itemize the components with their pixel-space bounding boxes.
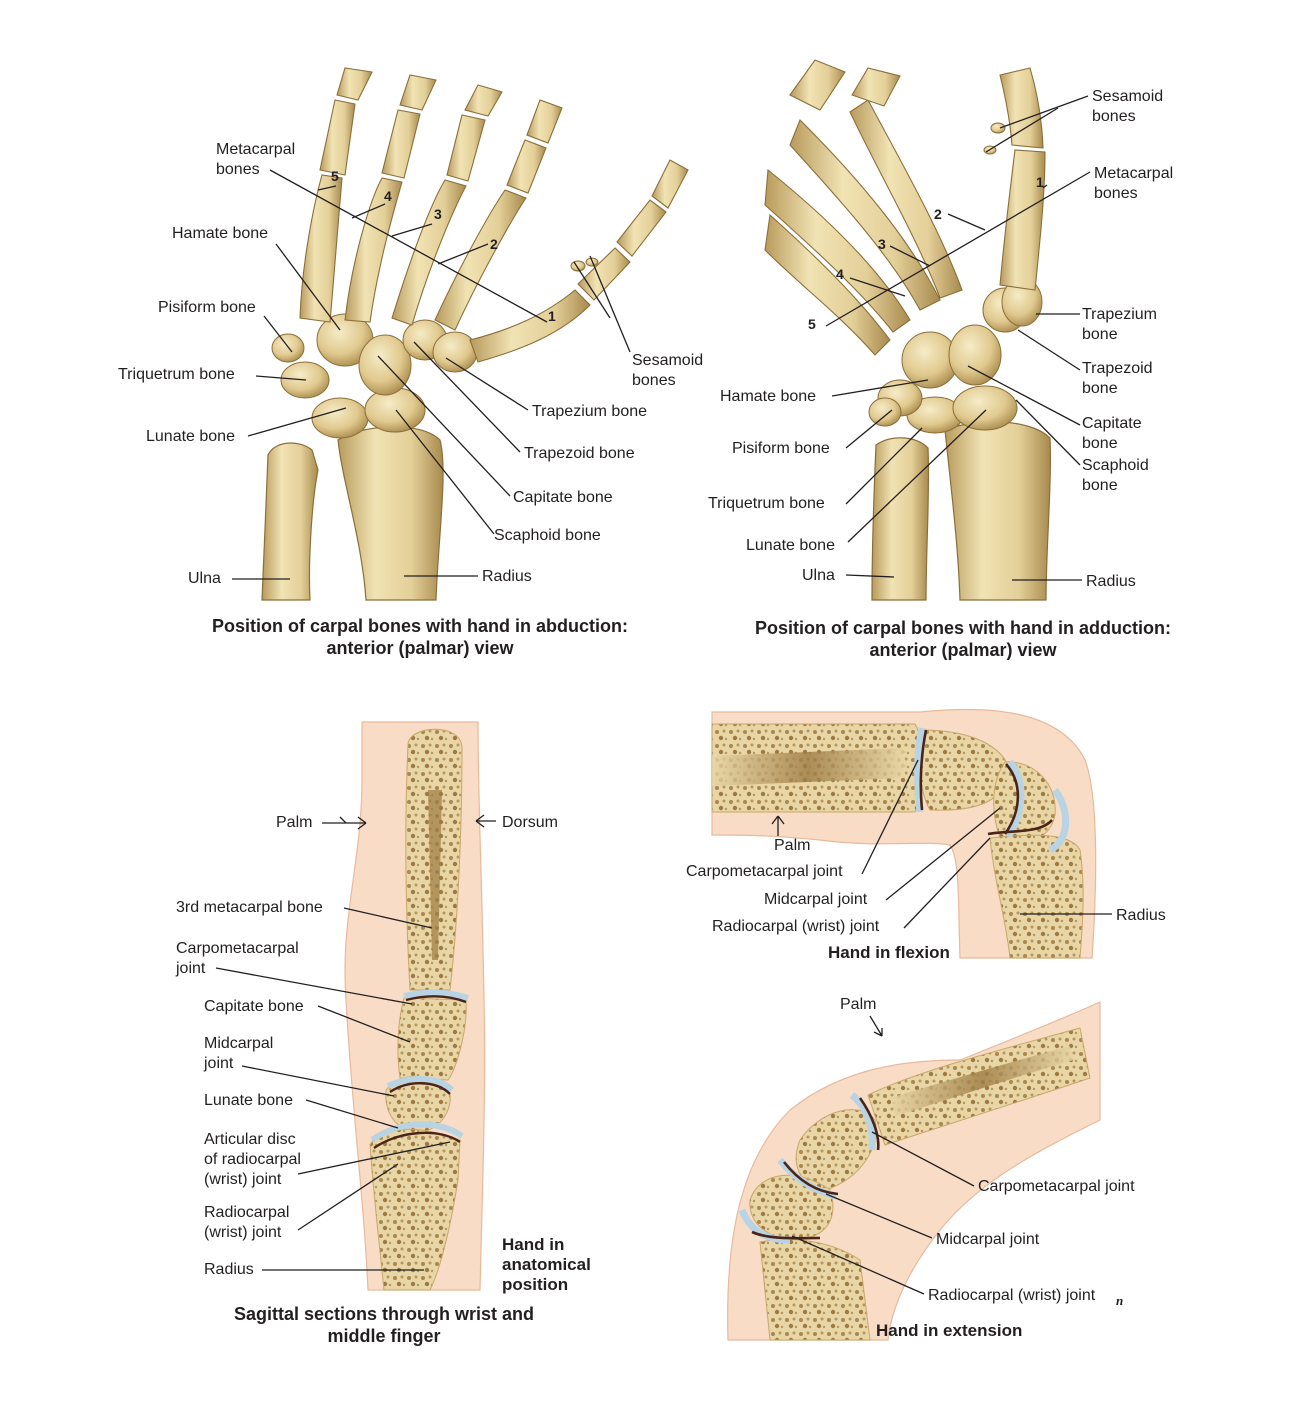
- adduction-caption: Position of carpal bones with hand in ad…: [754, 618, 1171, 660]
- adduction-metacarpal-number-4: 4: [836, 266, 844, 282]
- abduction-metacarpal-number-3: 3: [434, 206, 442, 222]
- flexion-palm-label: Palm: [774, 837, 811, 854]
- abduction-trapezium-label: Trapezium bone: [532, 403, 648, 420]
- extension-midcarpal-label: Midcarpal joint: [936, 1231, 1040, 1248]
- sagittal-section-illustration: [344, 721, 486, 1291]
- sagittal-radiocarpal-label: Radiocarpal (wrist) joint: [204, 1204, 290, 1241]
- adduction-ulna-label: Ulna: [802, 567, 835, 584]
- abduction-capitate-label: Capitate bone: [513, 489, 613, 506]
- adduction-radius-label: Radius: [1086, 573, 1136, 590]
- adduction-hand-illustration: [764, 59, 1052, 601]
- adduction-lunate-label: Lunate bone: [746, 537, 835, 554]
- flexion-illustration: [711, 708, 1097, 959]
- abduction-metacarpal-label: Metacarpal bones: [216, 141, 296, 178]
- sagittal-caption: Sagittal sections through wrist and midd…: [233, 1304, 535, 1346]
- extension-carpometacarpal-label: Carpometacarpal joint: [978, 1178, 1135, 1195]
- adduction-trapezoid-label: Trapezoid bone: [1082, 360, 1153, 397]
- adduction-metacarpal-label: Metacarpal bones: [1094, 165, 1174, 202]
- illustrator-signature: n: [1116, 1293, 1124, 1308]
- sagittal-capitate-label: Capitate bone: [204, 998, 304, 1015]
- adduction-scaphoid-label: Scaphoid bone: [1082, 457, 1149, 494]
- abduction-sesamoid-label: Sesamoid bones: [632, 352, 704, 389]
- abduction-metacarpal-number-5: 5: [331, 168, 339, 184]
- leader-lines: [215, 95, 1112, 1295]
- abduction-pisiform-label: Pisiform bone: [158, 299, 256, 316]
- flexion-radiocarpal-label: Radiocarpal (wrist) joint: [712, 918, 880, 935]
- adduction-metacarpal-number-3: 3: [878, 236, 886, 252]
- sagittal-dorsum-label: Dorsum: [502, 814, 559, 831]
- abduction-hamate-label: Hamate bone: [172, 225, 269, 242]
- abduction-hand-illustration: [261, 67, 689, 601]
- extension-radiocarpal-label: Radiocarpal (wrist) joint: [928, 1287, 1096, 1304]
- adduction-metacarpal-number-2: 2: [934, 206, 942, 222]
- sagittal-midcarpal-label: Midcarpal joint: [204, 1035, 274, 1072]
- adduction-hamate-label: Hamate bone: [720, 388, 817, 405]
- flexion-midcarpal-label: Midcarpal joint: [764, 891, 868, 908]
- sagittal-subcaption: Hand in anatomical position: [502, 1235, 591, 1294]
- sagittal-disc-label: Articular disc of radiocarpal (wrist) jo…: [204, 1131, 301, 1188]
- sagittal-lunate-label: Lunate bone: [204, 1092, 293, 1109]
- abduction-ulna-label: Ulna: [188, 570, 221, 587]
- flexion-subcaption: Hand in flexion: [828, 943, 950, 962]
- abduction-radius-label: Radius: [482, 568, 532, 585]
- flexion-carpometacarpal-label: Carpometacarpal joint: [686, 863, 843, 880]
- extension-palm-label: Palm: [840, 996, 877, 1013]
- sagittal-palm-label: Palm: [276, 814, 313, 831]
- abduction-trapezoid-label: Trapezoid bone: [524, 445, 635, 462]
- sagittal-radius-label: Radius: [204, 1261, 254, 1278]
- abduction-metacarpal-number-4: 4: [384, 188, 392, 204]
- adduction-trapezium-label: Trapezium bone: [1082, 306, 1157, 343]
- extension-illustration: [727, 1001, 1101, 1341]
- abduction-triquetrum-label: Triquetrum bone: [118, 366, 235, 383]
- abduction-caption: Position of carpal bones with hand in ab…: [211, 616, 628, 658]
- abduction-metacarpal-number-1: 1: [548, 308, 556, 324]
- adduction-capitate-label: Capitate bone: [1082, 415, 1142, 452]
- abduction-lunate-label: Lunate bone: [146, 428, 235, 445]
- abduction-scaphoid-label: Scaphoid bone: [494, 527, 601, 544]
- adduction-metacarpal-number-1: 1: [1036, 174, 1044, 190]
- adduction-pisiform-label: Pisiform bone: [732, 440, 830, 457]
- adduction-metacarpal-number-5: 5: [808, 316, 816, 332]
- flexion-radius-label: Radius: [1116, 907, 1166, 924]
- adduction-sesamoid-label: Sesamoid bones: [1092, 88, 1164, 125]
- sagittal-metacarpal3-label: 3rd metacarpal bone: [176, 899, 323, 916]
- adduction-triquetrum-label: Triquetrum bone: [708, 495, 825, 512]
- sagittal-carpometacarpal-label: Carpometacarpal joint: [176, 940, 299, 977]
- abduction-metacarpal-number-2: 2: [490, 236, 498, 252]
- extension-subcaption: Hand in extension: [876, 1321, 1023, 1340]
